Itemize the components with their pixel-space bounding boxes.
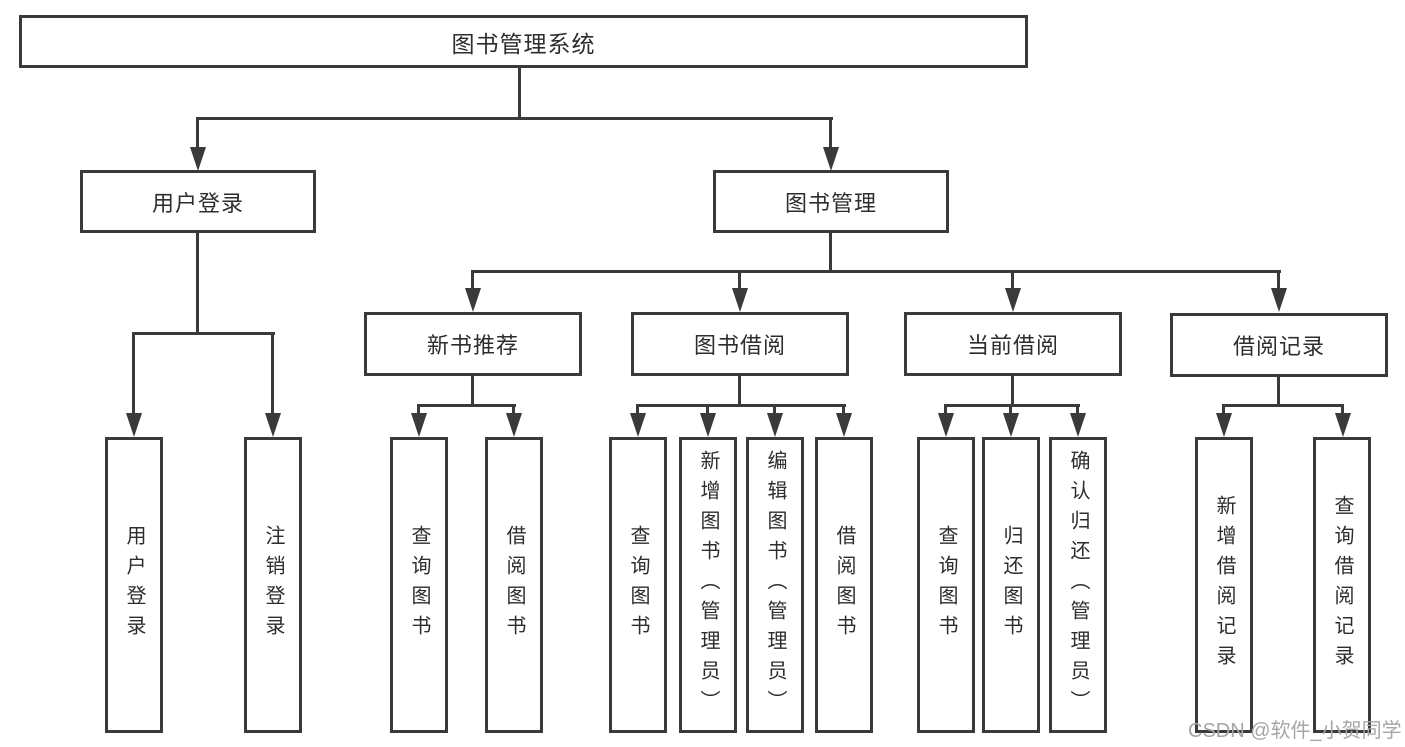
- node-label: 图书管理: [784, 190, 877, 216]
- node-edit-books-admin: 编辑图书（管理员）: [746, 437, 804, 733]
- node-borrowing-records: 借阅记录: [1170, 313, 1388, 377]
- node-confirm-return-admin: 确认归还（管理员）: [1049, 437, 1107, 733]
- connector-line: [1222, 404, 1225, 416]
- connector-line: [132, 332, 275, 335]
- connector-line: [773, 404, 776, 416]
- node-user-login: 用户登录: [105, 437, 163, 733]
- node-label: 用户登录: [123, 525, 145, 645]
- node-label: 用户登录: [151, 190, 244, 216]
- connector-line: [132, 332, 135, 416]
- connector-line: [196, 117, 833, 120]
- connector-line: [706, 404, 709, 416]
- arrow-down-icon: [630, 413, 646, 437]
- connector-line: [944, 404, 1080, 407]
- connector-line: [196, 117, 199, 149]
- arrow-down-icon: [190, 147, 206, 171]
- node-label: 图书借阅: [693, 333, 786, 358]
- node-library-management-system: 图书管理系统: [19, 15, 1028, 68]
- connector-line: [1341, 404, 1344, 416]
- connector-line: [1277, 377, 1280, 407]
- node-add-books-admin: 新增图书（管理员）: [679, 437, 737, 733]
- csdn-watermark: CSDN @软件_小贺同学: [1188, 720, 1402, 742]
- connector-line: [636, 404, 639, 416]
- connector-line: [738, 376, 741, 407]
- connector-line: [196, 233, 199, 335]
- node-label: 借阅图书: [833, 525, 855, 645]
- node-label: 编辑图书（管理员）: [764, 450, 786, 720]
- connector-line: [636, 404, 846, 407]
- node-query-borrow-record: 查询借阅记录: [1313, 437, 1371, 733]
- arrow-down-icon: [465, 288, 481, 312]
- connector-line: [1011, 376, 1014, 407]
- node-label: 归还图书: [1000, 525, 1022, 645]
- node-current-borrowing: 当前借阅: [904, 312, 1122, 376]
- connector-line: [1011, 270, 1014, 290]
- connector-line: [1009, 404, 1012, 416]
- arrow-down-icon: [411, 413, 427, 437]
- node-book-management: 图书管理: [713, 170, 949, 233]
- node-user-login-branch: 用户登录: [80, 170, 316, 233]
- arrow-down-icon: [732, 288, 748, 312]
- connector-line: [1076, 404, 1079, 416]
- node-label: 当前借阅: [966, 333, 1059, 358]
- node-label: 新书推荐: [426, 333, 519, 358]
- node-label: 查询图书: [627, 525, 649, 645]
- connector-line: [829, 117, 832, 149]
- arrow-down-icon: [767, 413, 783, 437]
- arrow-down-icon: [938, 413, 954, 437]
- node-query-books-borrowing: 查询图书: [609, 437, 667, 733]
- node-borrow-books: 借阅图书: [815, 437, 873, 733]
- connector-line: [1222, 404, 1344, 407]
- arrow-down-icon: [836, 413, 852, 437]
- node-label: 查询图书: [408, 525, 430, 645]
- node-label: 借阅图书: [503, 525, 525, 645]
- arrow-down-icon: [700, 413, 716, 437]
- node-label: 新增借阅记录: [1213, 495, 1235, 675]
- arrow-down-icon: [1271, 288, 1287, 312]
- node-label: 确认归还（管理员）: [1067, 450, 1089, 720]
- node-new-book-recommendation: 新书推荐: [364, 312, 582, 376]
- node-add-borrow-record: 新增借阅记录: [1195, 437, 1253, 733]
- arrow-down-icon: [823, 147, 839, 171]
- connector-line: [842, 404, 845, 416]
- connector-line: [471, 270, 474, 290]
- arrow-down-icon: [126, 413, 142, 437]
- connector-line: [471, 376, 474, 407]
- node-label: 新增图书（管理员）: [697, 450, 719, 720]
- node-label: 查询借阅记录: [1331, 495, 1353, 675]
- node-return-books: 归还图书: [982, 437, 1040, 733]
- connector-line: [944, 404, 947, 416]
- connector-line: [417, 404, 420, 416]
- node-label: 图书管理系统: [451, 30, 596, 57]
- node-label: 查询图书: [935, 525, 957, 645]
- connector-line: [1277, 270, 1280, 290]
- node-query-books-current: 查询图书: [917, 437, 975, 733]
- connector-line: [829, 233, 832, 273]
- arrow-down-icon: [506, 413, 522, 437]
- arrow-down-icon: [1003, 413, 1019, 437]
- arrow-down-icon: [1005, 288, 1021, 312]
- arrow-down-icon: [1070, 413, 1086, 437]
- connector-line: [417, 404, 516, 407]
- arrow-down-icon: [1216, 413, 1232, 437]
- node-label: 注销登录: [262, 525, 284, 645]
- arrow-down-icon: [265, 413, 281, 437]
- connector-line: [738, 270, 741, 290]
- node-label: 借阅记录: [1232, 334, 1325, 359]
- node-book-borrowing: 图书借阅: [631, 312, 849, 376]
- connector-line: [471, 270, 1281, 273]
- node-query-books-recommend: 查询图书: [390, 437, 448, 733]
- connector-line: [271, 332, 274, 416]
- arrow-down-icon: [1335, 413, 1351, 437]
- connector-line: [512, 404, 515, 416]
- node-logout: 注销登录: [244, 437, 302, 733]
- node-borrow-books-recommend: 借阅图书: [485, 437, 543, 733]
- connector-line: [518, 65, 521, 119]
